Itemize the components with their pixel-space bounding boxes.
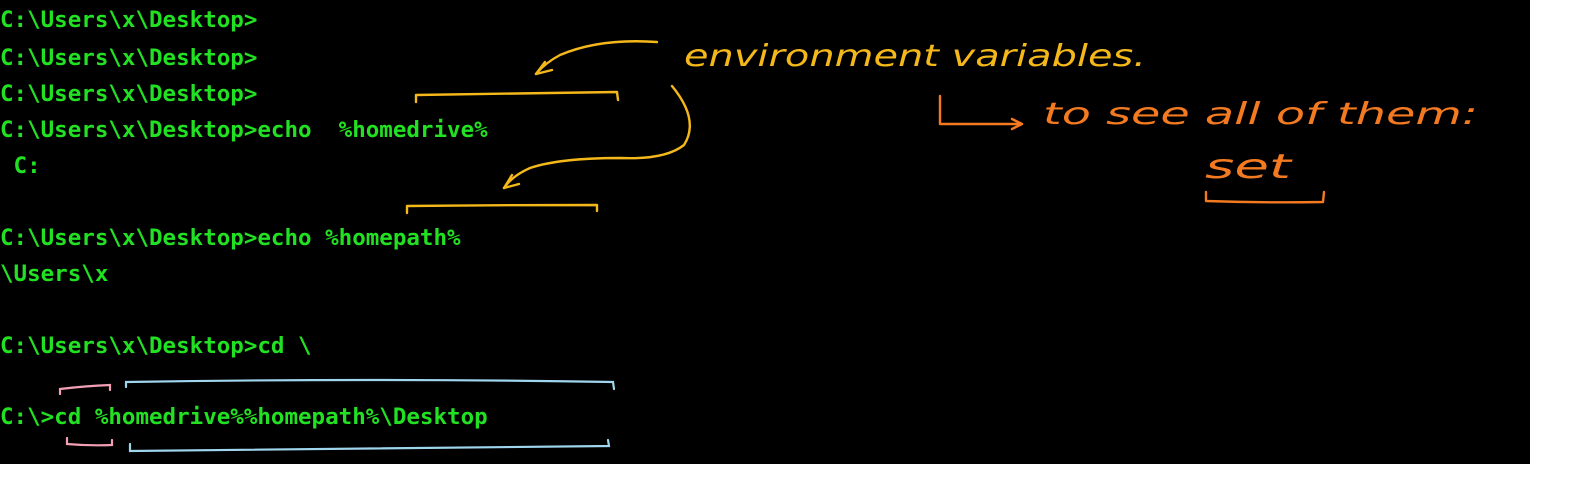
arrowhead-homedrive-icon bbox=[534, 60, 554, 76]
terminal-line: C:\>cd %homedrive%%homepath%\Desktop bbox=[0, 404, 488, 430]
bracket-path-top bbox=[124, 378, 616, 391]
see-all-note: to see all of them: bbox=[1043, 97, 1478, 132]
terminal-line: C: bbox=[0, 153, 41, 179]
terminal-line: C:\Users\x\Desktop>echo %homepath% bbox=[0, 225, 461, 251]
terminal-line: \Users\x bbox=[0, 261, 109, 287]
arrowhead-homepath-icon bbox=[502, 173, 521, 190]
terminal-window[interactable]: C:\Users\x\Desktop> C:\Users\x\Desktop> … bbox=[0, 0, 1530, 464]
terminal-line: C:\Users\x\Desktop>cd \ bbox=[0, 333, 312, 359]
blue-annotations bbox=[124, 378, 616, 453]
bracket-path-bottom bbox=[128, 438, 611, 453]
pink-annotations bbox=[58, 383, 114, 447]
terminal-line: C:\Users\x\Desktop> bbox=[0, 45, 258, 71]
env-vars-note: environment variables. bbox=[684, 39, 1146, 74]
arrow-see-all bbox=[938, 94, 1024, 126]
arrow-to-homepath bbox=[502, 84, 691, 190]
arrowhead-see-all-icon bbox=[1010, 117, 1024, 131]
bracket-cd-bottom bbox=[65, 436, 114, 447]
terminal-line: C:\Users\x\Desktop> bbox=[0, 7, 258, 33]
set-command-note: set bbox=[1205, 147, 1294, 187]
terminal-line: C:\Users\x\Desktop> bbox=[0, 81, 258, 107]
arrow-to-homedrive bbox=[534, 40, 659, 76]
orange-annotations bbox=[938, 94, 1326, 204]
bracket-homepath bbox=[405, 203, 599, 215]
bracket-cd-top bbox=[58, 383, 112, 396]
terminal-line: C:\Users\x\Desktop>echo %homedrive% bbox=[0, 117, 488, 143]
yellow-annotations bbox=[405, 40, 691, 215]
bracket-set bbox=[1204, 190, 1326, 204]
bracket-homedrive bbox=[414, 90, 620, 104]
